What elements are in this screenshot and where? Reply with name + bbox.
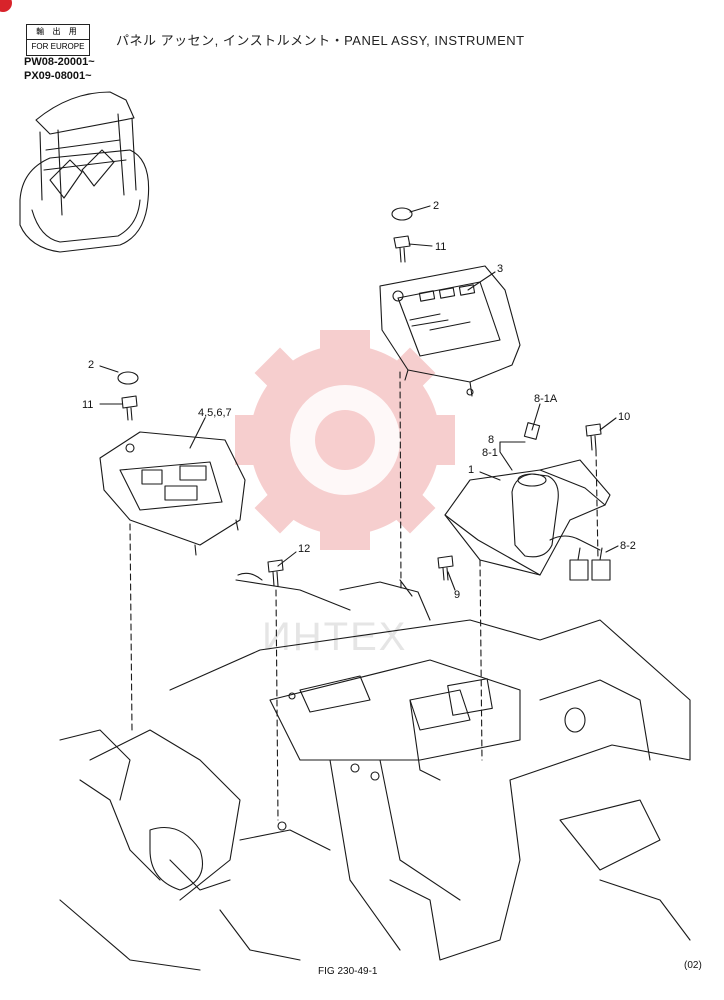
export-label-box: 輸 出 用 FOR EUROPE	[26, 24, 90, 56]
callout-4567: 4,5,6,7	[198, 407, 232, 419]
callout-8: 8	[488, 434, 494, 446]
bracket-part-1	[444, 459, 611, 576]
cap-part-2-upper	[391, 207, 413, 221]
callout-11-left: 11	[82, 399, 93, 411]
cap-part-2-left	[117, 371, 139, 385]
bolt-part-11-left	[121, 395, 138, 421]
export-label-jp: 輸 出 用	[27, 25, 89, 40]
machine-chassis	[59, 572, 691, 971]
callout-8-2: 8-2	[620, 540, 636, 552]
bolt-part-11-upper	[393, 235, 411, 263]
bolt-part-12	[267, 559, 284, 587]
corner-badge	[0, 0, 12, 12]
export-label-en: FOR EUROPE	[31, 42, 85, 51]
watermark-gear-core	[315, 410, 375, 470]
machine-thumbnail	[19, 91, 150, 253]
diagram-title: パネル アッセン, インストルメント・PANEL ASSY, INSTRUMEN…	[116, 33, 525, 48]
callout-1: 1	[468, 464, 474, 476]
tank-part-8	[511, 422, 559, 558]
callout-2-upper: 2	[433, 200, 439, 212]
bolt-part-10	[585, 423, 602, 451]
callout-12: 12	[298, 543, 310, 555]
callout-3: 3	[497, 263, 503, 275]
leader-lines	[99, 205, 619, 591]
assembly-lines	[129, 371, 599, 821]
bolt-part-9	[437, 555, 454, 581]
callout-8-1: 8-1	[482, 447, 498, 459]
watermark-text: ИНТЕХ	[262, 615, 407, 659]
figure-number: FIG 230-49-1	[318, 966, 378, 977]
page-number: (02)	[684, 960, 702, 971]
callout-10: 10	[618, 411, 630, 423]
callout-9: 9	[454, 589, 460, 601]
callout-8-1a: 8-1A	[534, 393, 558, 405]
callout-2-left: 2	[88, 359, 94, 371]
serial-range-2: PX09-08001~	[24, 70, 92, 82]
serial-range-1: PW08-20001~	[24, 56, 95, 68]
callout-11-upper: 11	[435, 241, 446, 253]
switch-panel-part-4567	[99, 431, 246, 556]
connector-part-8-2	[549, 535, 611, 581]
